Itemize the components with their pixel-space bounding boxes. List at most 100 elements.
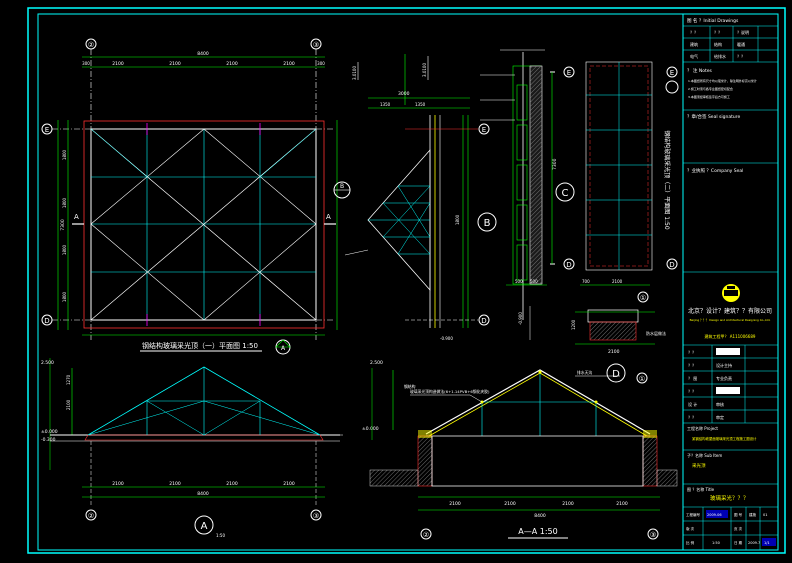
level-label: 2.500 (41, 360, 54, 366)
dim-part: 2100 (283, 61, 295, 67)
title-block: 图 名 ？Initial Drawings ？？ ？？ ？说明 建筑 结构 暖通… (682, 13, 779, 551)
tb-notes-label: ？ 注 Notes (687, 67, 713, 74)
dim-total: 8400 (197, 491, 209, 497)
tb-staff-role: ？ 图 (688, 375, 697, 381)
dim-part: 2100 (226, 61, 238, 67)
tb-cell: ？说明 (737, 29, 749, 35)
side-dim: 1350 (415, 102, 426, 107)
tb-footer-cell: 2009-06 (707, 513, 722, 517)
detail-c-view: E D 钢结构玻璃采光顶（二）平面图 1:50 700 2100 ① (580, 61, 679, 303)
side-dim: 1800 (455, 214, 460, 225)
callout-d: D (612, 369, 620, 380)
company-logo-icon (722, 284, 740, 302)
detail-dim: 1200 (571, 319, 576, 330)
axis-label: D (566, 261, 571, 269)
tb-stamp-label: ？业执照 ？Company Seal (687, 167, 743, 174)
tb-staff-role: ？？ (688, 415, 696, 420)
elev-height: 2100 (66, 399, 71, 410)
dim-small: 300 (317, 61, 325, 66)
tb-footer-cell: 比 例 (686, 540, 695, 545)
axis-label: ② (88, 41, 94, 49)
detail-column: 7300 E D C 500 500 (480, 49, 575, 320)
detail-d-view: 2100 1200 防水层做法 D ① -0.900 (518, 306, 666, 384)
tb-footer-cell: 1:50 (712, 541, 720, 545)
tb-drawing-name: 玻璃采光？？？ (710, 494, 749, 502)
axis-label: E (670, 69, 674, 77)
detail-dim: 7300 (552, 158, 558, 170)
side-level: 3.0100 (422, 63, 427, 77)
axis-label: ② (423, 531, 429, 539)
detail-d-note: 防水层做法 (646, 330, 666, 336)
tb-staff-role: ？？ (688, 389, 696, 394)
detail-dim: 2100 (608, 349, 620, 355)
dim-vertical: 7300 (60, 219, 66, 231)
tb-note: 1.本图纸所有尺寸均以毫米计，除注明外标高以米计 (688, 78, 757, 83)
side-level: -0.900 (440, 336, 453, 341)
side-level: 3.0100 (352, 66, 357, 80)
callout-b-circle (477, 212, 497, 232)
axis-label: ② (88, 512, 94, 520)
axis-label: ③ (313, 512, 319, 520)
tb-cert: 建筑工程甲？ A111006689 (705, 333, 756, 339)
axis-label: ① (639, 375, 645, 383)
tb-staff-role: ？？ (688, 350, 696, 355)
axis-label: ① (640, 294, 646, 302)
dim-part: 2100 (283, 481, 295, 487)
callout-b: B (484, 218, 491, 229)
tb-staff: ？？ ？？ ？ 图 ？？ 设 计 ？？ 设计主持 专业负责 校对 审核 审定 (683, 345, 778, 424)
tb-footer-cell: 01 (763, 513, 767, 517)
level-label: ±0.000 (41, 429, 58, 435)
dim-total: 8400 (534, 513, 546, 519)
dim-part: 2100 (226, 481, 238, 487)
tb-note: 3.本图须经审核签字后方可施工 (688, 94, 730, 99)
callout-c-circle (555, 182, 575, 202)
tb-footer-cell: 版 次 (686, 526, 695, 531)
section-mark-left: A (74, 213, 79, 221)
section-note: 玻璃采光顶构造做法(6+1.14PVB+6钢化夹胶) (410, 389, 490, 394)
axis-label: E (567, 69, 571, 77)
tb-staff-role: ？？ (688, 363, 696, 368)
plan-title: 钢结构玻璃采光顶（一）平面图 1:50 (142, 341, 258, 350)
dim-vertical: 1800 (62, 244, 67, 255)
side-dim: 3000 (398, 91, 410, 97)
section-aa-title: A—A 1:50 (518, 527, 557, 536)
elevation-a-scale: 1:50 (216, 533, 225, 538)
tb-cell: 建筑 (690, 41, 698, 47)
dim-part: 2100 (562, 501, 574, 507)
section-tag-right: 排水天沟 (577, 370, 592, 375)
axis-label: ③ (313, 41, 319, 49)
tb-footer-cell: 图 号 (734, 512, 743, 517)
detail-dim: 700 (582, 279, 590, 284)
elevation-a-mark: A (201, 521, 208, 532)
tb-note: 2.施工时须与各专业图纸密切配合 (688, 86, 733, 91)
plan-view: ② ③ 8400 2100 2100 2100 2100 300 300 E D… (41, 38, 351, 355)
tb-cell: ？？ (714, 30, 722, 35)
elev-height: 1270 (66, 374, 71, 385)
tb-cell: 暖通 (737, 41, 745, 47)
dim-part: 2100 (449, 501, 461, 507)
elevation-a-circle (194, 515, 214, 535)
tb-staff-name: 审核 (716, 401, 724, 407)
detail-dim: 2100 (612, 279, 623, 284)
tb-project-name: 某钢结构坡屋面玻璃采光顶工程施工图设计 (692, 436, 757, 441)
dim-part: 2100 (169, 61, 181, 67)
dim-part: 2100 (112, 481, 124, 487)
tb-subitem-label: 子？名称 Sub Item (687, 452, 722, 458)
tb-company-name-en: Beijing ？？？ Design and Architectural Des… (690, 318, 771, 322)
tb-footer-cell: 建施 (749, 512, 757, 517)
tb-company-name: 北京？设计？建筑？？有限公司 (688, 307, 772, 315)
tb-cell: ？？ (690, 30, 698, 35)
section-mark-right: A (326, 213, 331, 221)
section-aa: 2.500 ±0.000 玻璃采光顶构造做法(6+1.14PVB+6钢化夹胶) … (362, 360, 678, 540)
tb-staff-name: 专业负责 (716, 375, 732, 381)
side-dim: 1350 (380, 102, 391, 107)
detail-dim: 500 (515, 279, 523, 284)
tb-staff-role: 设 计 (688, 401, 697, 407)
dim-part: 2100 (504, 501, 516, 507)
tb-seal-label: ？章/合签 Seal signature (687, 113, 740, 120)
tb-cell: 电气 (690, 53, 698, 59)
dim-small: 300 (82, 61, 90, 66)
tb-footer-cell: 页 次 (734, 526, 743, 531)
tb-cell: ？？ (737, 54, 745, 59)
